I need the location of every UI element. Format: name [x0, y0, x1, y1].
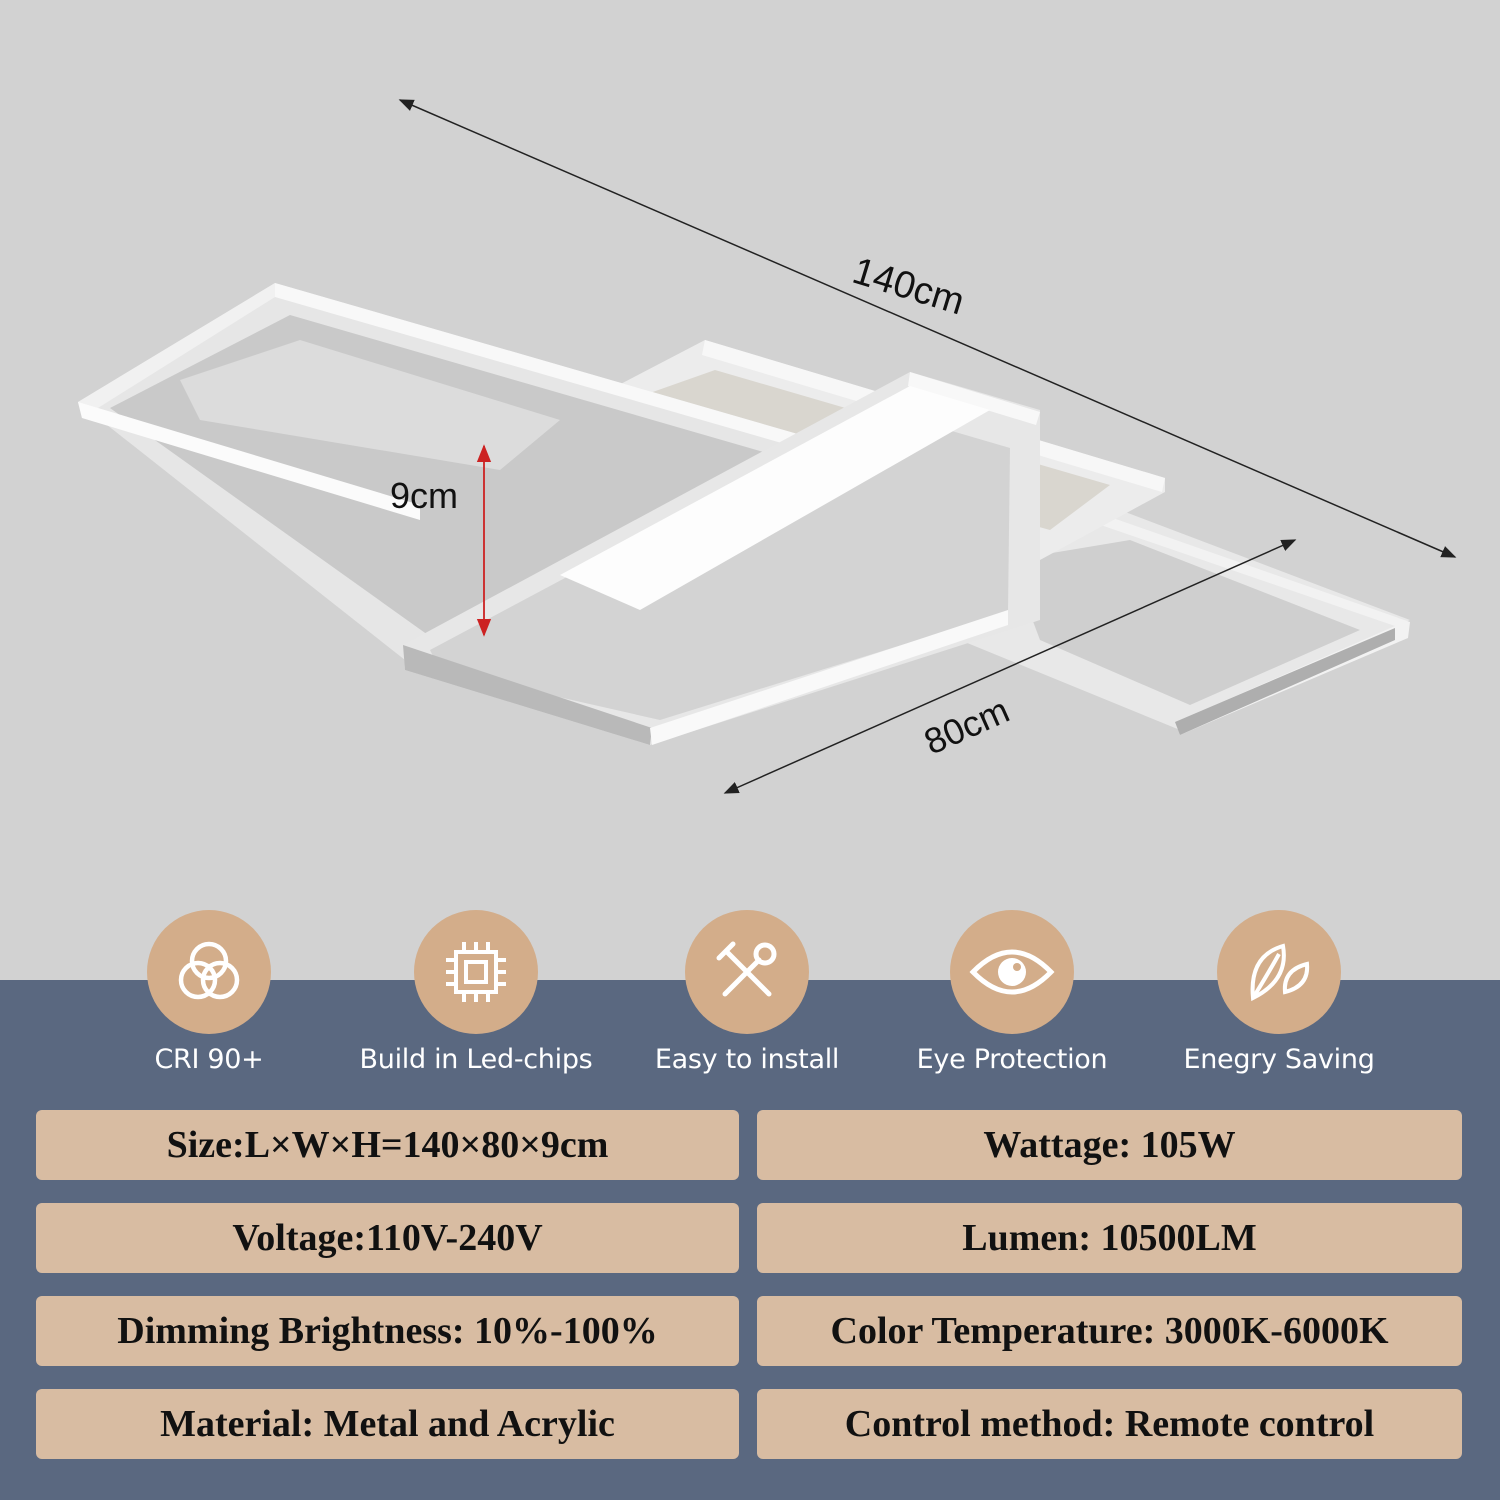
spec-size: Size:L×W×H=140×80×9cm [36, 1110, 739, 1180]
eye-icon [950, 910, 1074, 1034]
spec-wattage: Wattage: 105W [757, 1110, 1462, 1180]
product-photo-area: 140cm 9cm 80cm [78, 99, 1457, 794]
width-arrow [723, 539, 1297, 794]
feature-eye-protection: Eye Protection [882, 910, 1142, 1075]
spec-dimming: Dimming Brightness: 10%-100% [36, 1296, 739, 1366]
height-label: 9cm [390, 475, 459, 516]
length-arrow [398, 99, 1457, 558]
feature-energy-saving: Enegry Saving [1149, 910, 1409, 1075]
feature-easy-install: Easy to install [617, 910, 877, 1075]
feature-led-chips: Build in Led-chips [346, 910, 606, 1075]
feature-cri: CRI 90+ [79, 910, 339, 1075]
spec-material: Material: Metal and Acrylic [36, 1389, 739, 1459]
spec-color-temperature: Color Temperature: 3000K-6000K [757, 1296, 1462, 1366]
tools-icon [685, 910, 809, 1034]
ceiling-light-illustration [78, 99, 1457, 794]
feature-label: CRI 90+ [154, 1044, 264, 1075]
leaf-icon [1217, 910, 1341, 1034]
chip-icon [414, 910, 538, 1034]
spec-lumen: Lumen: 10500LM [757, 1203, 1462, 1273]
feature-label: Build in Led-chips [359, 1044, 593, 1075]
color-circles-icon [147, 910, 271, 1034]
feature-label: Eye Protection [916, 1044, 1108, 1075]
feature-label: Easy to install [654, 1044, 840, 1075]
spec-voltage: Voltage:110V-240V [36, 1203, 739, 1273]
spec-control-method: Control method: Remote control [757, 1389, 1462, 1459]
feature-label: Enegry Saving [1183, 1044, 1375, 1075]
